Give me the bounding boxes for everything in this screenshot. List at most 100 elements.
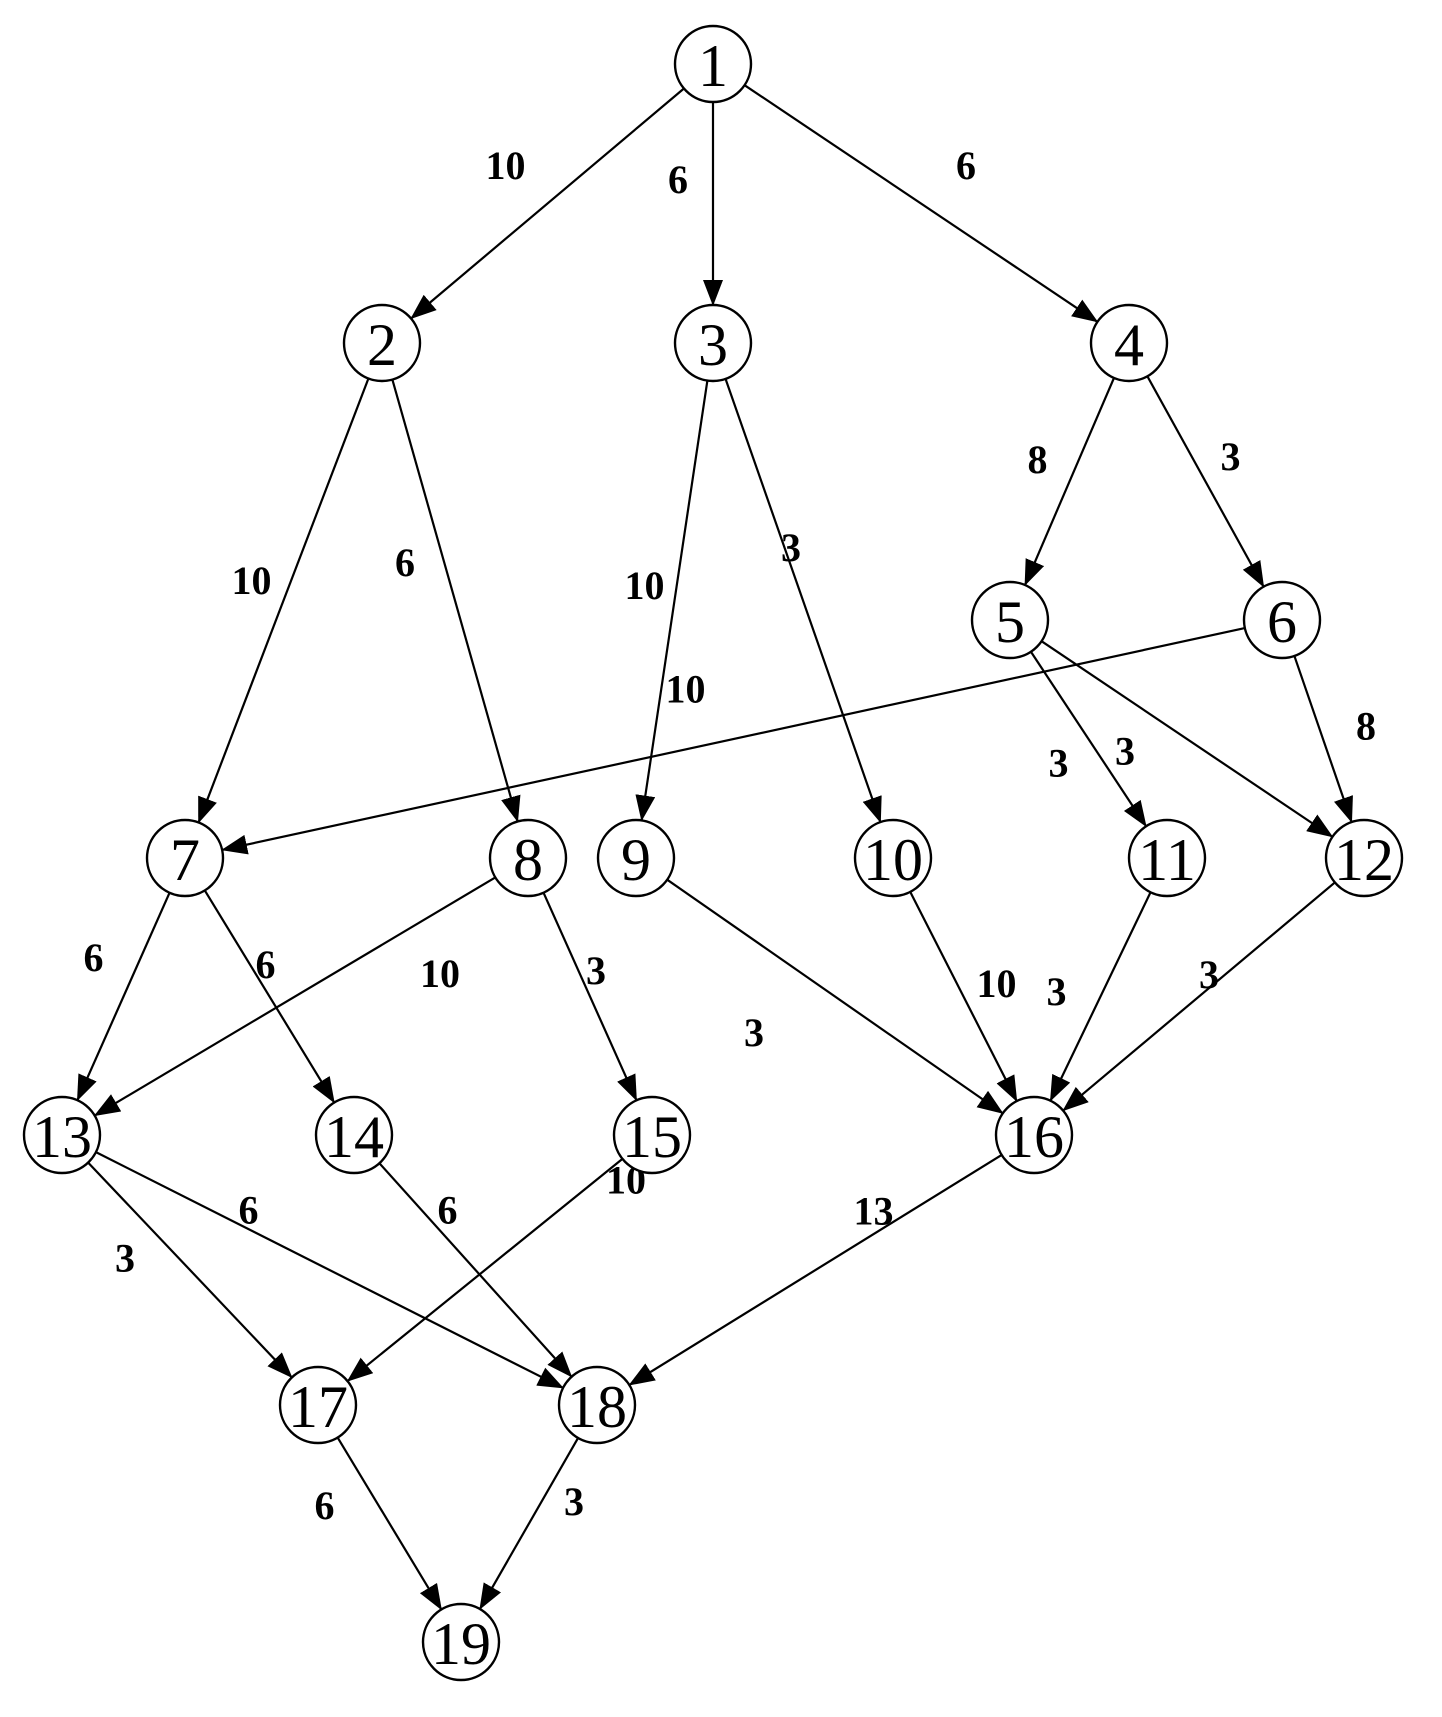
edge-weight-17-19: 6 (315, 1483, 335, 1528)
node-label-9: 9 (621, 827, 651, 893)
node-label-2: 2 (367, 312, 397, 378)
edge-13-17 (87, 1161, 293, 1379)
node-label-15: 15 (622, 1104, 682, 1170)
node-circle-9 (596, 818, 676, 898)
edge-weight-3-9: 10 (625, 563, 665, 608)
edge-8-15 (542, 892, 638, 1102)
node-circle-7 (145, 818, 225, 898)
node-circle-13 (22, 1095, 102, 1175)
edge-13-18 (95, 1151, 564, 1389)
edge-weight-6-7: 10 (666, 667, 706, 712)
edge-weight-6-12: 8 (1356, 704, 1376, 749)
node-label-19: 19 (431, 1611, 491, 1677)
edge-weight-11-16: 3 (1047, 969, 1067, 1014)
edge-weight-4-5: 8 (1028, 437, 1048, 482)
node-4: 4 (1089, 303, 1169, 383)
node-circle-4 (1089, 303, 1169, 383)
edge-weight-16-18: 13 (854, 1189, 894, 1234)
node-7: 7 (145, 818, 225, 898)
node-circle-12 (1324, 818, 1404, 898)
node-label-16: 16 (1004, 1104, 1064, 1170)
edge-weight-9-16: 3 (744, 1010, 764, 1055)
node-label-1: 1 (698, 33, 728, 99)
edge-weight-2-8: 6 (395, 540, 415, 585)
node-11: 11 (1127, 818, 1207, 898)
node-circle-10 (853, 818, 933, 898)
node-18: 18 (557, 1365, 637, 1445)
node-3: 3 (673, 303, 753, 383)
node-2: 2 (342, 303, 422, 383)
edge-weight-13-18: 6 (239, 1188, 259, 1233)
node-label-3: 3 (698, 312, 728, 378)
node-circle-16 (994, 1095, 1074, 1175)
edge-4-6 (1146, 375, 1265, 588)
edge-1-4 (743, 84, 1099, 323)
node-circle-18 (557, 1365, 637, 1445)
edge-3-10 (724, 378, 882, 824)
edge-weight-14-18: 6 (438, 1188, 458, 1233)
edge-weight-5-12: 3 (1115, 729, 1135, 774)
edge-7-13 (76, 892, 171, 1102)
edge-8-13 (93, 876, 496, 1117)
edge-2-7 (197, 378, 370, 824)
edge-12-16 (1062, 881, 1336, 1112)
edge-weight-13-17: 3 (115, 1236, 135, 1281)
edge-weight-2-7: 10 (232, 558, 272, 603)
edge-17-19 (336, 1436, 442, 1611)
edge-weight-5-11: 3 (1049, 741, 1069, 786)
node-label-17: 17 (288, 1374, 348, 1440)
edge-9-16 (666, 878, 1004, 1114)
edge-1-2 (410, 87, 685, 320)
edge-weight-3-10: 3 (781, 525, 801, 570)
edge-10-16 (909, 891, 1018, 1103)
edge-2-8 (391, 379, 521, 823)
node-label-4: 4 (1114, 312, 1144, 378)
node-circle-8 (488, 818, 568, 898)
node-circle-1 (673, 24, 753, 104)
node-15: 15 (612, 1095, 692, 1175)
node-17: 17 (278, 1365, 358, 1445)
node-5: 5 (970, 580, 1050, 660)
node-6: 6 (1242, 580, 1322, 660)
edge-11-16 (1049, 891, 1152, 1102)
node-12: 12 (1324, 818, 1404, 898)
edges-layer (76, 84, 1353, 1611)
edge-5-12 (1040, 640, 1334, 838)
edge-weight-10-16: 10 (977, 961, 1017, 1006)
edge-weight-8-13: 10 (420, 951, 460, 996)
node-14: 14 (314, 1095, 394, 1175)
node-10: 10 (853, 818, 933, 898)
node-16: 16 (994, 1095, 1074, 1175)
node-label-18: 18 (567, 1374, 627, 1440)
node-label-10: 10 (863, 827, 923, 893)
edge-16-18 (628, 1154, 1003, 1386)
node-label-7: 7 (170, 827, 200, 893)
node-label-11: 11 (1138, 827, 1196, 893)
node-circle-3 (673, 303, 753, 383)
node-label-13: 13 (32, 1104, 92, 1170)
edge-18-19 (479, 1437, 580, 1610)
edge-5-11 (1030, 651, 1147, 828)
node-circle-15 (612, 1095, 692, 1175)
edge-6-7 (221, 626, 1246, 855)
edge-4-5 (1024, 377, 1116, 587)
edge-weight-1-4: 6 (956, 143, 976, 188)
edge-15-17 (346, 1158, 624, 1382)
node-circle-6 (1242, 580, 1322, 660)
edge-3-9 (635, 380, 709, 822)
node-circle-2 (342, 303, 422, 383)
node-circle-19 (421, 1602, 501, 1682)
node-13: 13 (22, 1095, 102, 1175)
node-label-6: 6 (1267, 589, 1297, 655)
node-8: 8 (488, 818, 568, 898)
edge-7-14 (203, 889, 335, 1104)
node-9: 9 (596, 818, 676, 898)
edge-weight-7-13: 6 (84, 935, 104, 980)
node-circle-17 (278, 1365, 358, 1445)
node-circle-5 (970, 580, 1050, 660)
node-circle-14 (314, 1095, 394, 1175)
node-label-5: 5 (995, 589, 1025, 655)
node-1: 1 (673, 24, 753, 104)
